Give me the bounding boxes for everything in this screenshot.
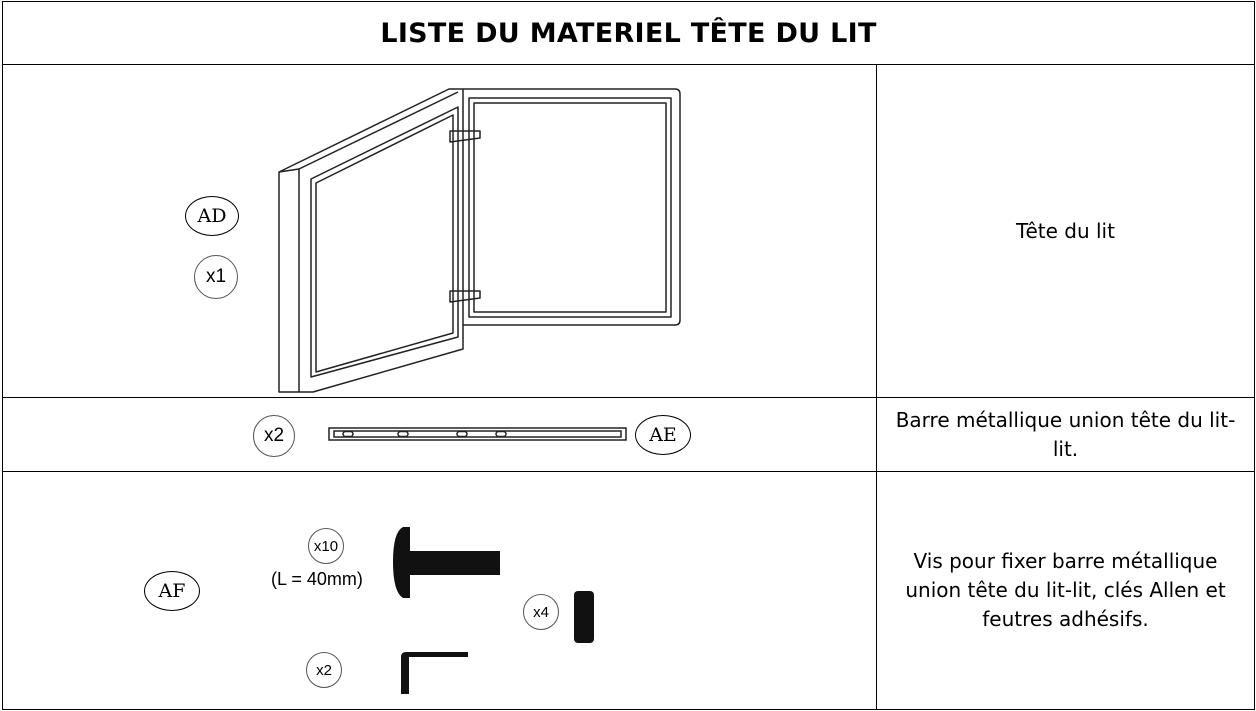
bolt-icon	[393, 527, 500, 598]
table-row: x2 AE Barre métallique union tête du lit…	[2, 397, 1255, 472]
bar-illustration-cell: x2 AE	[2, 397, 877, 472]
quantity-tag: x10	[308, 528, 344, 564]
quantity-tag: x2	[306, 652, 342, 688]
part-ref-tag: AF	[144, 571, 200, 611]
part-ref-tag: AE	[635, 415, 691, 455]
part-description: Tête du lit	[876, 64, 1255, 398]
part-description: Barre métallique union tête du lit-lit.	[876, 397, 1255, 472]
table-row: AF x10 (L = 40mm) x2 x4 Vis pour f	[2, 471, 1255, 710]
felt-pad-icon	[574, 591, 594, 643]
part-description: Vis pour fixer barre métallique union tê…	[876, 471, 1255, 710]
allen-key-icon	[401, 652, 468, 694]
part-ref-tag: AD	[185, 196, 239, 236]
page-title: LISTE DU MATERIEL TÊTE DU LIT	[2, 1, 1255, 65]
headboard-illustration-cell: AD x1	[2, 64, 877, 398]
hardware-illustration-cell: AF x10 (L = 40mm) x2 x4	[2, 471, 877, 710]
headboard-icon	[278, 88, 681, 393]
metal-bar-icon	[328, 427, 627, 441]
table-row: AD x1	[2, 64, 1255, 398]
bolt-length-note: (L = 40mm)	[271, 569, 363, 589]
quantity-tag: x4	[523, 594, 559, 630]
hardware-icons	[393, 527, 594, 694]
quantity-tag: x2	[253, 415, 295, 457]
quantity-tag: x1	[194, 255, 238, 299]
